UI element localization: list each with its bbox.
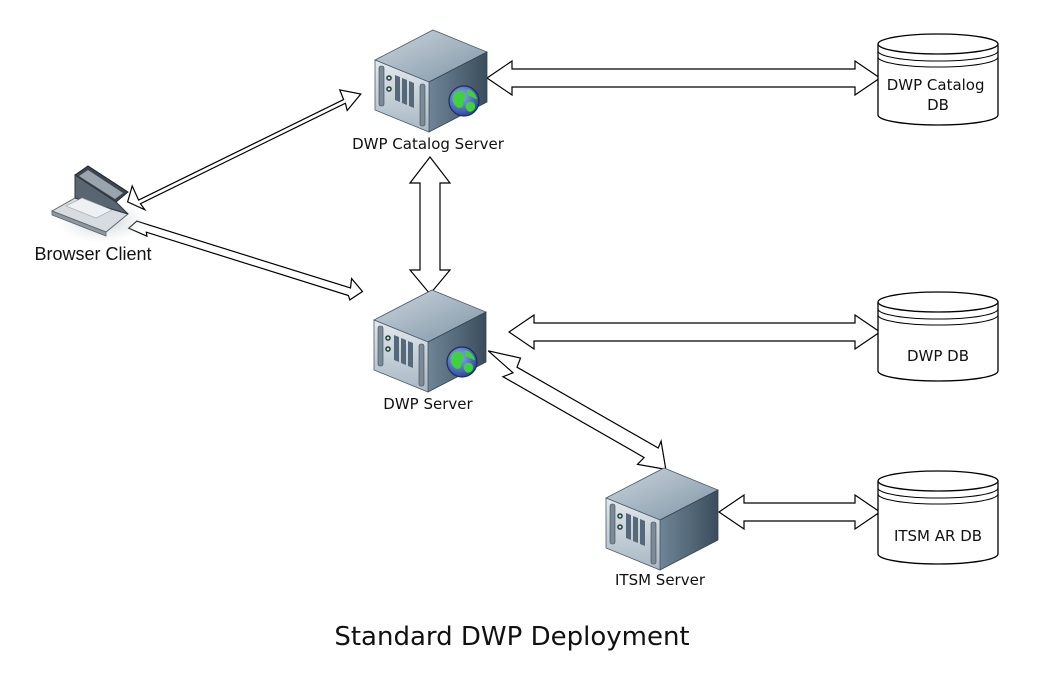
dwp-server-node: DWP Server: [373, 289, 487, 413]
arrow-dwp-server-dwp-db: [507, 313, 882, 351]
globe-icon: [446, 346, 478, 378]
itsm-server-node: ITSM Server: [605, 467, 719, 589]
arrow-client-catalog-server: [126, 89, 362, 212]
dwp-catalog-db-label: DWP Catalog DB: [887, 76, 990, 114]
itsm-ar-db-node: ITSM AR DB: [877, 470, 999, 565]
diagram-caption: Standard DWP Deployment: [334, 622, 689, 652]
arrow-itsm-server-itsm-db: [717, 493, 882, 531]
arrow-client-dwp-server: [127, 220, 364, 301]
web-server-icon: [374, 29, 488, 133]
dwp-db-node: DWP DB: [877, 291, 999, 382]
dwp-catalog-server-label: DWP Catalog Server: [352, 135, 505, 153]
itsm-ar-db-label: ITSM AR DB: [894, 527, 982, 545]
browser-client-node: Browser Client: [34, 165, 152, 264]
arrow-dwp-server-itsm-server: [487, 350, 667, 471]
dwp-catalog-db-node: DWP Catalog DB: [877, 33, 999, 126]
database-icon: [877, 33, 999, 126]
database-icon: [877, 470, 999, 565]
dwp-catalog-server-node: DWP Catalog Server: [352, 29, 505, 153]
laptop-icon: [50, 165, 148, 243]
arrow-catalog-server-dwp-server: [408, 156, 452, 295]
dwp-server-label: DWP Server: [383, 395, 473, 413]
itsm-server-label: ITSM Server: [615, 571, 706, 589]
browser-client-label: Browser Client: [34, 244, 151, 264]
globe-icon: [448, 85, 480, 117]
dwp-db-label: DWP DB: [907, 347, 969, 365]
server-icon: [605, 467, 719, 571]
database-icon: [877, 291, 999, 382]
web-server-icon: [373, 289, 487, 393]
arrow-catalog-server-catalog-db: [485, 59, 882, 97]
